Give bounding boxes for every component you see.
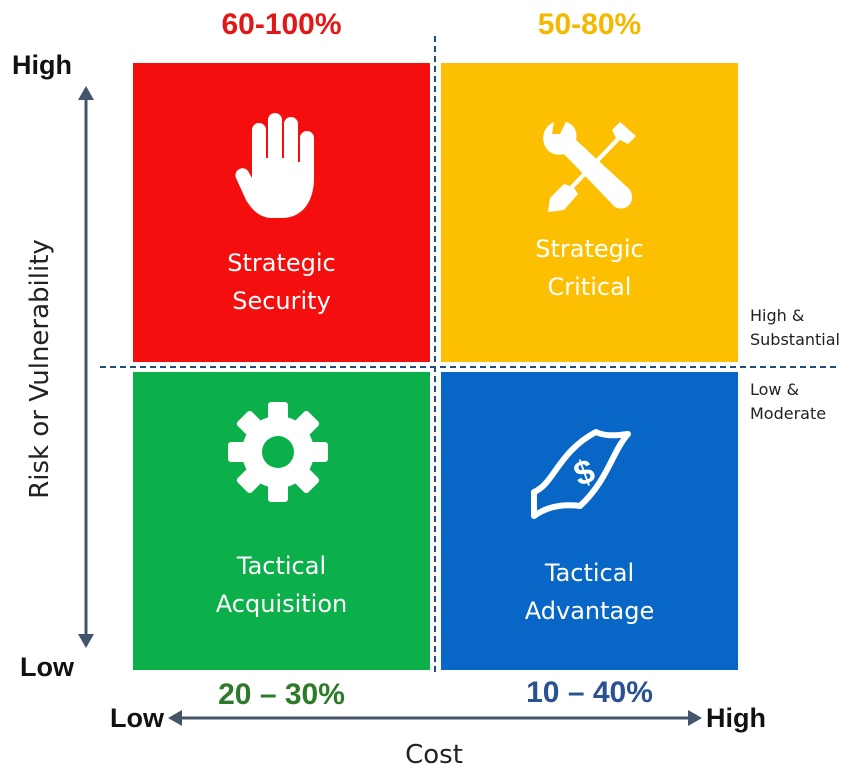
tactical-advantage-line2: Advantage xyxy=(524,597,655,625)
gear-icon xyxy=(228,402,328,502)
percent-strategic-critical: 50-80% xyxy=(537,8,642,41)
x-axis-title: Cost xyxy=(405,740,463,770)
strategic-security-line2: Security xyxy=(232,287,331,315)
label-strategic-critical: Strategic Critical xyxy=(441,230,738,306)
label-strategic-security: Strategic Security xyxy=(133,244,430,320)
quadrant-tactical-advantage xyxy=(441,372,738,670)
label-tactical-acquisition: Tactical Acquisition xyxy=(133,547,430,623)
side-note-lower: Low & Moderate xyxy=(750,378,826,426)
side-note-upper-line1: High & xyxy=(750,306,805,325)
x-axis-high-label: High xyxy=(706,703,766,733)
svg-text:$: $ xyxy=(569,452,600,494)
x-axis-low-label: Low xyxy=(110,703,164,733)
y-axis-high-label: High xyxy=(12,50,72,80)
tools-icon xyxy=(543,122,636,212)
strategic-security-line1: Strategic xyxy=(227,249,336,277)
percent-tactical-advantage: 10 – 40% xyxy=(526,676,653,709)
side-note-lower-line1: Low & xyxy=(750,380,800,399)
percent-strategic-security: 60-100% xyxy=(221,8,342,41)
label-tactical-advantage: Tactical Advantage xyxy=(441,554,738,630)
strategic-critical-line1: Strategic xyxy=(535,235,644,263)
hand-icon xyxy=(235,113,314,218)
side-note-lower-line2: Moderate xyxy=(750,404,827,423)
y-axis-arrow xyxy=(78,86,94,648)
y-axis-title: Risk or Vulnerability xyxy=(25,239,55,499)
tactical-acquisition-line1: Tactical xyxy=(236,552,327,580)
quadrant-strategic-critical xyxy=(441,63,738,362)
tactical-advantage-line1: Tactical xyxy=(544,559,635,587)
strategic-critical-line2: Critical xyxy=(547,273,632,301)
y-axis-low-label: Low xyxy=(20,652,74,682)
percent-tactical-acquisition: 20 – 30% xyxy=(218,678,345,711)
x-axis-arrow xyxy=(168,710,702,726)
side-note-upper-line2: Substantial xyxy=(750,330,840,349)
tactical-acquisition-line2: Acquisition xyxy=(215,590,348,618)
money-icon: $ xyxy=(531,429,631,519)
side-note-upper: High & Substantial xyxy=(750,304,840,352)
